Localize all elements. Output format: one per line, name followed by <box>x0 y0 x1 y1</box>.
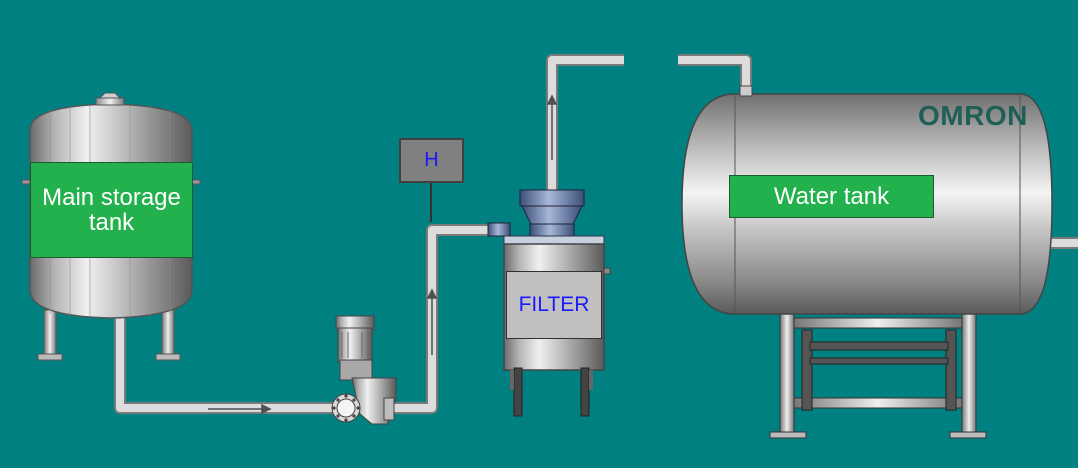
flow-arrow-icon <box>426 288 438 355</box>
main-storage-tank-label: Main storage tank <box>30 162 193 258</box>
centrifugal-pump-icon <box>331 315 397 425</box>
level-indicator-button[interactable]: H <box>399 138 464 183</box>
brand-logo-text: OMRON <box>918 100 1028 131</box>
flow-arrow-icon <box>208 403 272 415</box>
flow-arrow-icon <box>546 94 558 160</box>
water-tank-label: Water tank <box>729 175 934 218</box>
filter-label: FILTER <box>506 271 602 339</box>
